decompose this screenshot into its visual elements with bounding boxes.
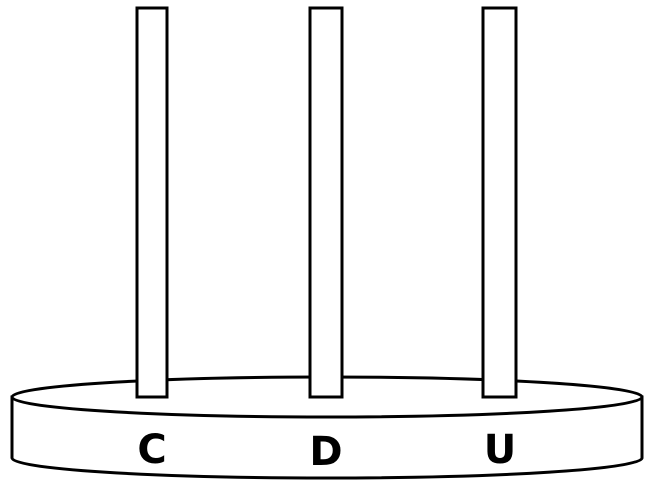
- rod-c: [137, 8, 167, 397]
- label-c: C: [137, 427, 166, 473]
- rod-u: [483, 8, 516, 397]
- rod-d: [310, 8, 342, 397]
- label-d: D: [309, 429, 342, 475]
- label-u: U: [484, 427, 516, 473]
